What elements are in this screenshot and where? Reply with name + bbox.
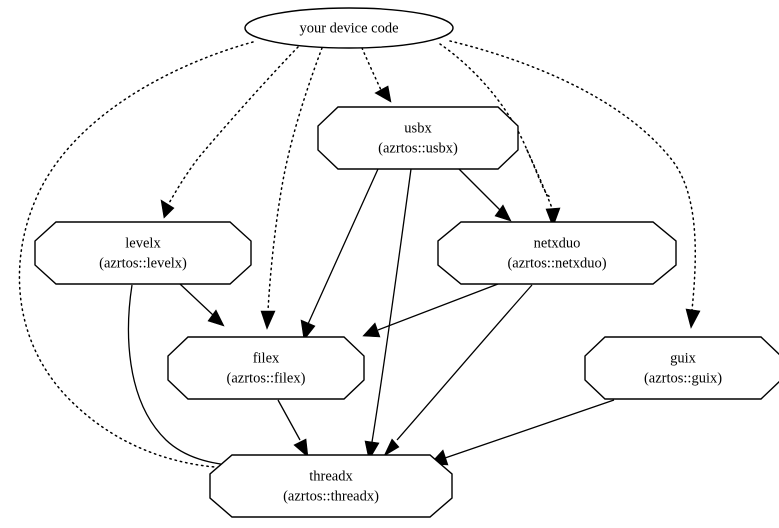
node-netxduo[interactable]: netxduo (azrtos::netxduo) [437, 221, 677, 285]
node-levelx[interactable]: levelx (azrtos::levelx) [34, 221, 252, 285]
node-threadx-label-line2: (azrtos::threadx) [283, 488, 379, 504]
edge-netxduo-filex [362, 283, 499, 338]
node-device-shape [244, 7, 454, 49]
node-device[interactable]: your device code [244, 7, 454, 49]
node-guix-label-line2: (azrtos::guix) [644, 370, 722, 386]
node-netxduo-label-line2: (azrtos::netxduo) [507, 255, 606, 271]
node-usbx[interactable]: usbx (azrtos::usbx) [317, 106, 519, 170]
edge-device-usbx [361, 47, 392, 103]
node-filex-label-line2: (azrtos::filex) [227, 370, 306, 386]
node-guix[interactable]: guix (azrtos::guix) [584, 336, 779, 400]
node-usbx-label-line1: usbx [404, 120, 432, 136]
node-usbx-shape [317, 106, 519, 170]
edge-netxduo-threadx [383, 284, 533, 457]
node-usbx-label-line2: (azrtos::usbx) [378, 140, 458, 156]
node-guix-label-line1: guix [670, 350, 697, 366]
node-layer: your device code usbx (azrtos::usbx) lev… [34, 7, 779, 518]
edge-layer [18, 40, 701, 476]
node-netxduo-shape [437, 221, 677, 285]
edge-device-guix [449, 40, 701, 329]
node-filex-shape [167, 336, 365, 400]
node-guix-shape [584, 336, 779, 400]
node-levelx-label-line2: (azrtos::levelx) [99, 255, 187, 271]
node-threadx[interactable]: threadx (azrtos::threadx) [209, 454, 453, 518]
edge-device-levelx [160, 46, 299, 219]
node-filex[interactable]: filex (azrtos::filex) [167, 336, 365, 400]
node-netxduo-label-line1: netxduo [534, 235, 581, 251]
edge-levelx-filex [179, 283, 225, 327]
node-device-label: your device code [299, 20, 398, 36]
edge-usbx-netxduo [457, 167, 512, 222]
edge-device-netxduo [439, 43, 561, 228]
node-levelx-shape [34, 221, 252, 285]
edge-device-filex [260, 47, 323, 330]
edge-filex-threadx [277, 399, 309, 458]
edge-guix-threadx [429, 399, 615, 466]
edge-usbx-filex [300, 168, 379, 341]
node-threadx-label-line1: threadx [309, 468, 353, 484]
node-filex-label-line1: filex [253, 350, 280, 366]
node-levelx-label-line1: levelx [125, 235, 161, 251]
edge-usbx-threadx [364, 168, 412, 461]
node-threadx-shape [209, 454, 453, 518]
